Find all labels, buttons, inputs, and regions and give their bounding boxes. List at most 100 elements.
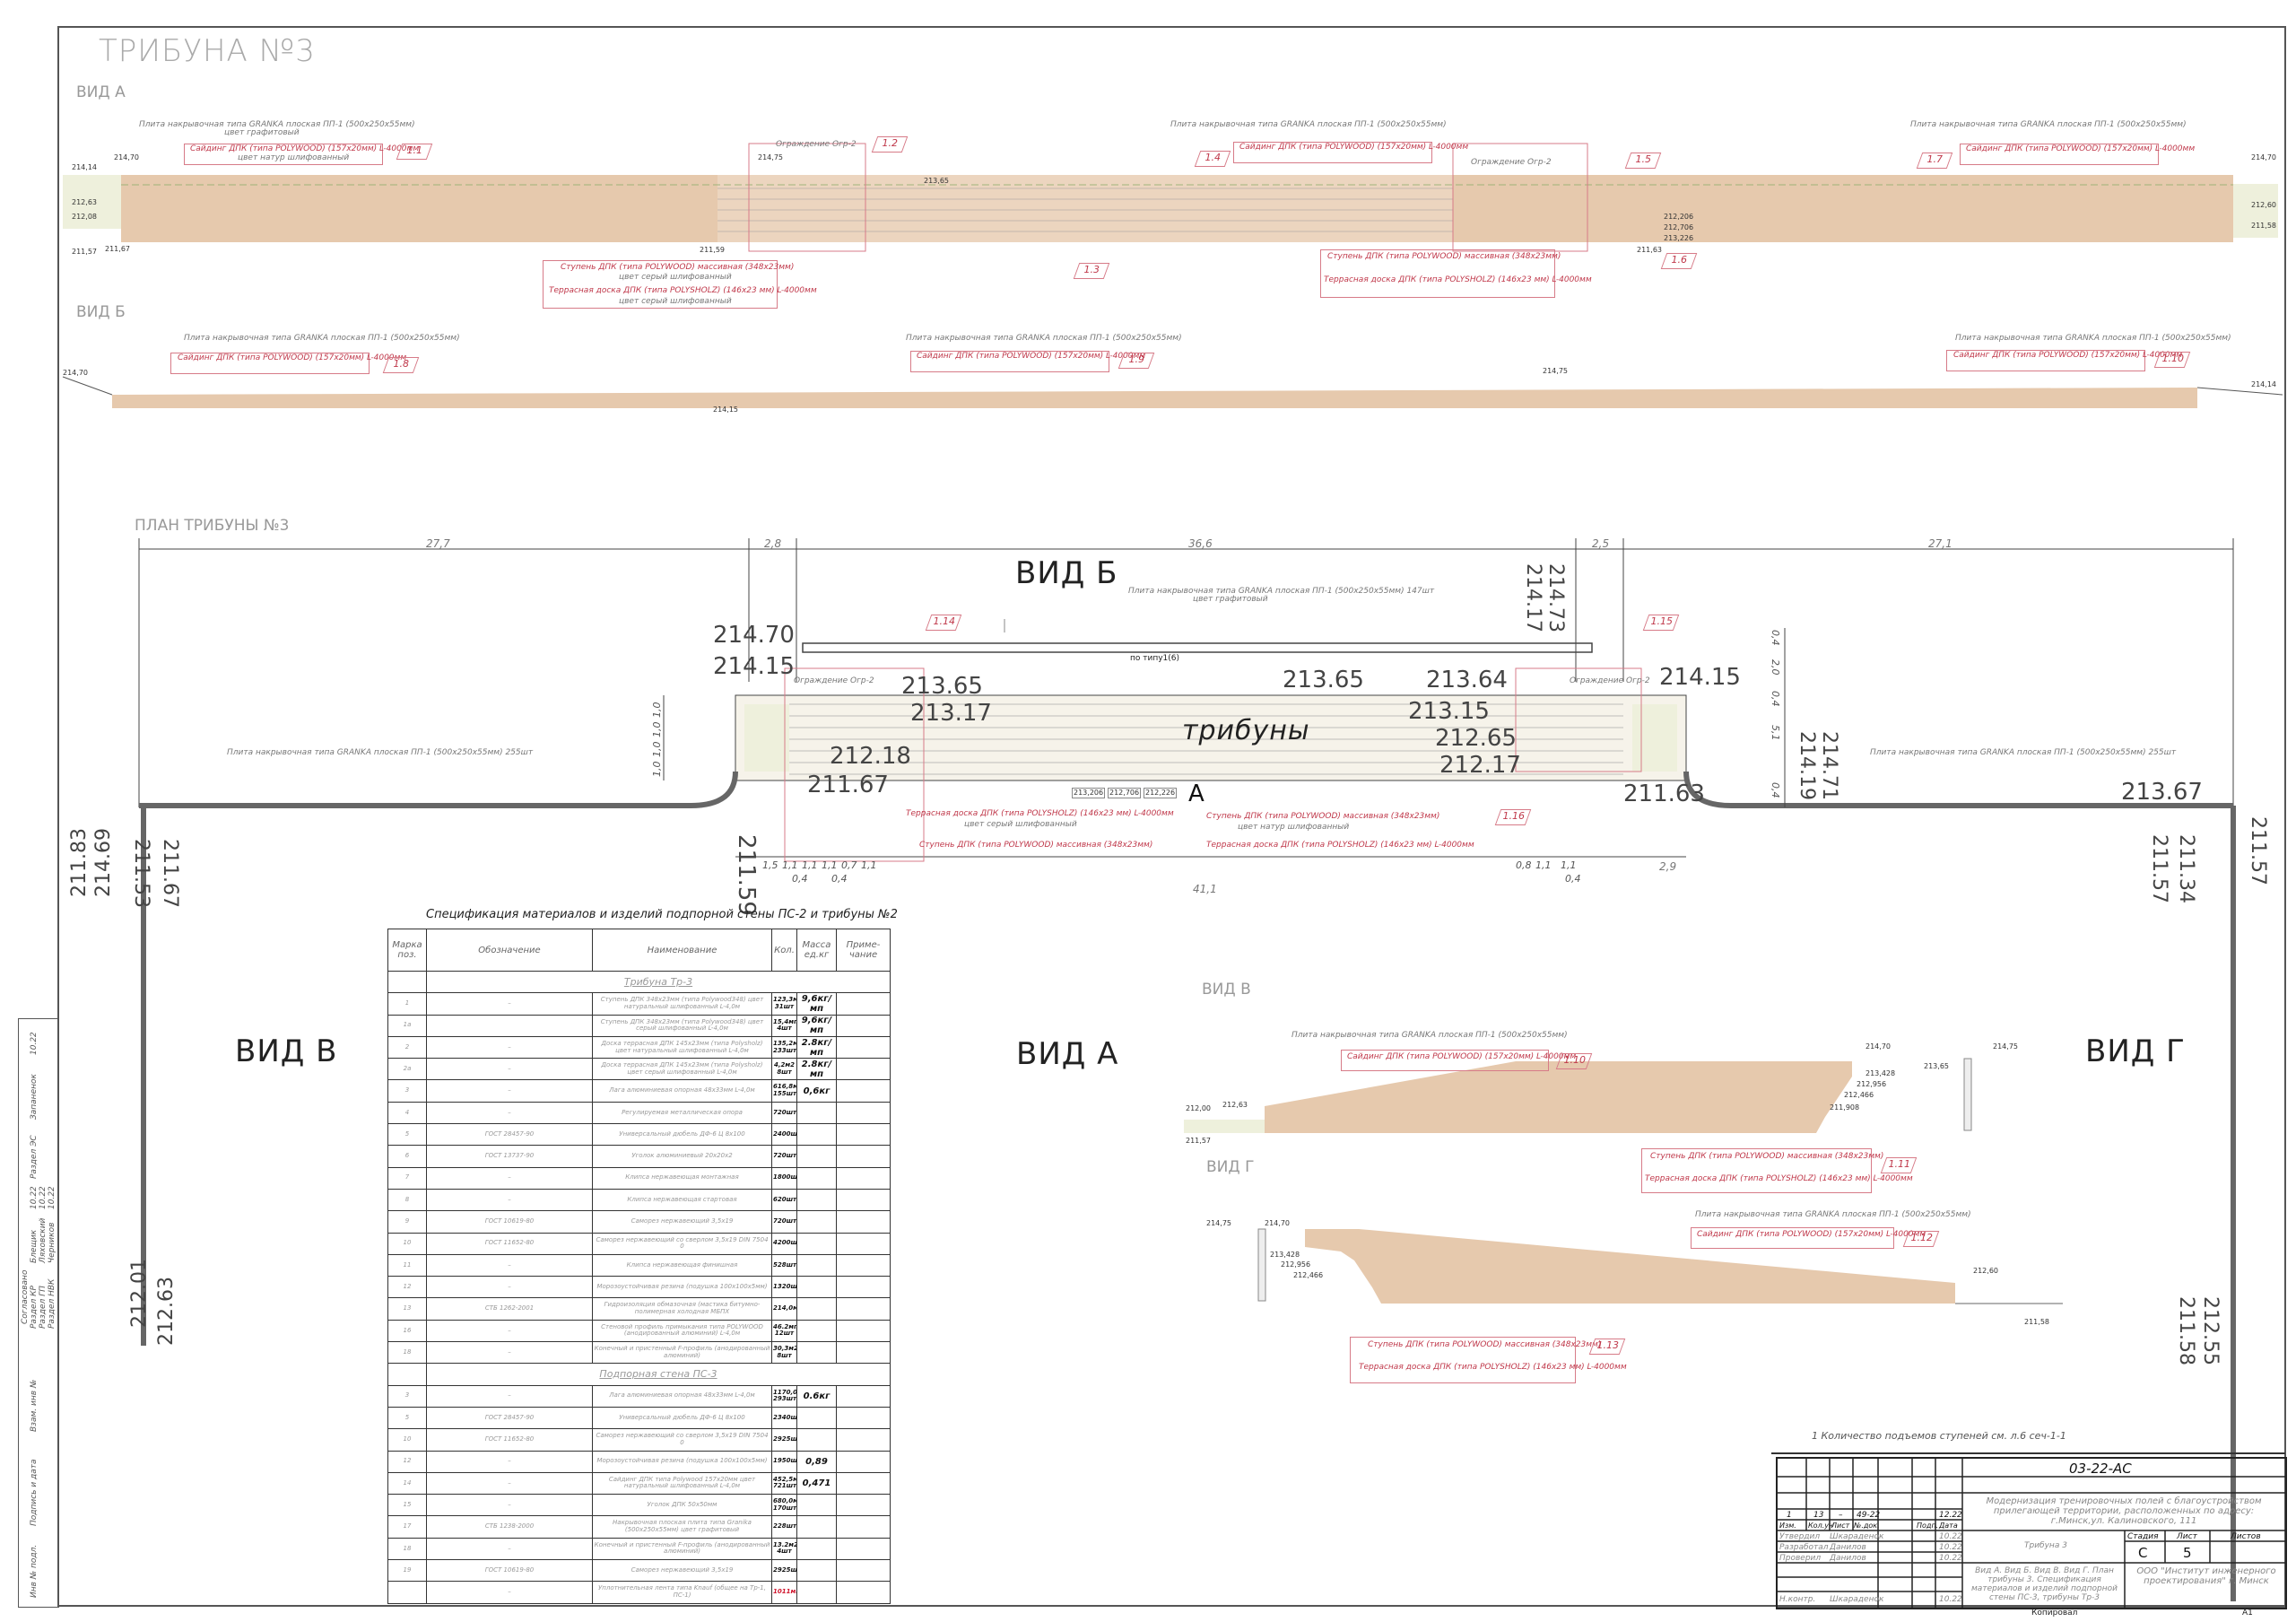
vg-callout-plita: Плита накрывочная типа GRANKA плоская ПП…	[1695, 1210, 1971, 1219]
spec-mass	[796, 1232, 837, 1255]
dim-bottom: 0,7	[841, 859, 857, 871]
spec-mass	[796, 1319, 837, 1343]
person: Данилов	[1830, 1554, 1866, 1563]
dim-side-right: 2,0	[1770, 659, 1781, 676]
date: 10.22	[1939, 1554, 1962, 1563]
dim-top: 27,1	[1928, 537, 1952, 550]
dim-total: 41,1	[1193, 883, 1217, 895]
dim-side-left: 1,0	[651, 761, 663, 778]
spec-header: Наименование	[592, 929, 772, 972]
spec-designation: –	[426, 992, 593, 1016]
plan-small-level: 212,706	[1108, 788, 1142, 798]
spec-qty: 1950шт	[771, 1450, 797, 1473]
spec-mass	[796, 1276, 837, 1299]
callout-terrace: Террасная доска ДПК (типа POLYSHOLZ) (14…	[549, 286, 817, 295]
callout-siding-right: Сайдинг ДПК (типа POLYWOOD) (157х20мм) L…	[1966, 144, 2196, 153]
spec-qty: 228шт	[771, 1515, 797, 1539]
spec-mass	[796, 1559, 837, 1583]
callout-fence: Ограждение Огр-2	[776, 140, 857, 149]
spec-note	[836, 1450, 891, 1473]
spec-mass	[796, 1188, 837, 1212]
elev-b: 214,70	[63, 369, 88, 377]
spec-designation: –	[426, 1253, 593, 1278]
plan-tribune	[138, 538, 2236, 1601]
spec-name: Клипса нержавеющая финишная	[592, 1253, 772, 1278]
dim-side-left: 1,0	[651, 741, 663, 758]
plan-callout-fence-2: Ограждение Огр-2	[1570, 676, 1650, 685]
plan-callout-plita-right: Плита накрывочная типа GRANKA плоская ПП…	[1870, 748, 2177, 757]
plan-level: 211.67	[807, 772, 889, 798]
view-a-label: ВИД А	[76, 83, 126, 101]
spec-designation: –	[426, 1101, 593, 1125]
stamp-person: Черников	[48, 1222, 57, 1263]
dim-bottom: 1,1	[822, 859, 838, 871]
plan-level: 214.19	[1796, 731, 1818, 800]
spec-qty: 46.2мп 12шт	[771, 1319, 797, 1343]
spec-mass	[796, 1166, 837, 1190]
plan-level: 212.55	[2199, 1296, 2222, 1365]
stamp-date: 10.22	[30, 1186, 39, 1209]
spec-note	[836, 1559, 891, 1583]
approval-stamp: Согласовано Раздел КР Блещик 10.22 Разде…	[18, 1018, 59, 1608]
spec-mark: 9	[387, 1210, 427, 1234]
spec-mark: 11	[387, 1253, 427, 1278]
view-b-label: ВИД Б	[76, 303, 126, 321]
spec-mass	[796, 1494, 837, 1517]
spec-designation: –	[426, 1166, 593, 1190]
plan-callout-terrace: Террасная доска ДПК (типа POLYSHOLZ) (14…	[906, 809, 1174, 818]
spec-row: 18–Конечный и пристенный F-профиль (анод…	[387, 1341, 891, 1365]
dim-bottom: 1,1	[1535, 859, 1552, 871]
rev-value: 49-22	[1857, 1511, 1881, 1520]
elev-g: 213,428	[1270, 1251, 1300, 1259]
spec-note	[836, 1210, 891, 1234]
spec-name: Уплотнительная лента типа Knauf (общее н…	[592, 1581, 772, 1604]
dim-side-right: 0,4	[1770, 691, 1781, 707]
spec-designation: –	[426, 1319, 593, 1343]
point-a-label: А	[1188, 780, 1205, 807]
spec-mark	[387, 1581, 427, 1604]
spec-mark: 10	[387, 1232, 427, 1255]
tag-1-3: 1.3	[1073, 263, 1110, 279]
dim-bottom: 1,5	[762, 859, 778, 871]
spec-name: Ступень ДПК 348х23мм (типа Polywood348) …	[592, 1014, 772, 1037]
tag-1-9: 1.9	[1118, 353, 1155, 369]
callout-plita-b3: Плита накрывочная типа GRANKA плоская ПП…	[1955, 334, 2231, 343]
elev-v: 213,428	[1866, 1069, 1896, 1077]
spec-name: Клипса нержавеющая стартовая	[592, 1188, 772, 1212]
spec-name: Уголок ДПК 50х50мм	[592, 1494, 772, 1517]
spec-qty: 1800шт	[771, 1166, 797, 1190]
spec-qty: 720шт	[771, 1210, 797, 1234]
spec-qty: 2925шт	[771, 1559, 797, 1583]
spec-cell	[387, 1363, 427, 1386]
plan-callout-terrace-color: цвет серый шлифованный	[964, 820, 1077, 829]
plan-small-level: 212,226	[1144, 788, 1178, 798]
spec-name: Уголок алюминиевый 20х20х2	[592, 1145, 772, 1168]
dim-top: 36,6	[1188, 537, 1213, 550]
spec-table: Марка поз. Обозначение Наименование Кол.…	[387, 929, 891, 1604]
spec-note	[836, 1471, 891, 1496]
dim-top: 2,5	[1592, 537, 1610, 550]
callout-plita-right: Плита накрывочная типа GRANKA плоская ПП…	[1910, 120, 2187, 129]
plan-level: 213.17	[910, 700, 992, 727]
spec-mark: 3	[387, 1384, 427, 1408]
spec-header-row: Марка поз. Обозначение Наименование Кол.…	[387, 929, 891, 972]
dim-side-right: 0,4	[1770, 630, 1781, 646]
spec-name: Лага алюминиевая опорная 48х33мм L-4,0м	[592, 1384, 772, 1408]
stamp-person: Ляховский	[39, 1217, 48, 1263]
spec-note	[836, 992, 891, 1016]
spec-note	[836, 1581, 891, 1604]
role: Утвердил	[1779, 1532, 1821, 1541]
elev-a: 211,67	[105, 245, 130, 253]
callout-step: Ступень ДПК (типа POLYWOOD) массивная (3…	[561, 263, 795, 272]
po-tipu-label: по типу1(6)	[1130, 654, 1180, 663]
title-block: 03-22-АС Модернизация тренировочных поле…	[1776, 1457, 2287, 1609]
spec-header: Кол.	[771, 929, 797, 972]
rev-value: 13	[1813, 1511, 1824, 1520]
dim-top: 2,8	[764, 537, 782, 550]
callout-siding-b: Сайдинг ДПК (типа POLYWOOD) (157х20мм) L…	[178, 353, 407, 362]
organization: ООО "Институт инженерного проектирования…	[2136, 1566, 2276, 1586]
spec-designation: ГОСТ 28457-90	[426, 1406, 593, 1430]
